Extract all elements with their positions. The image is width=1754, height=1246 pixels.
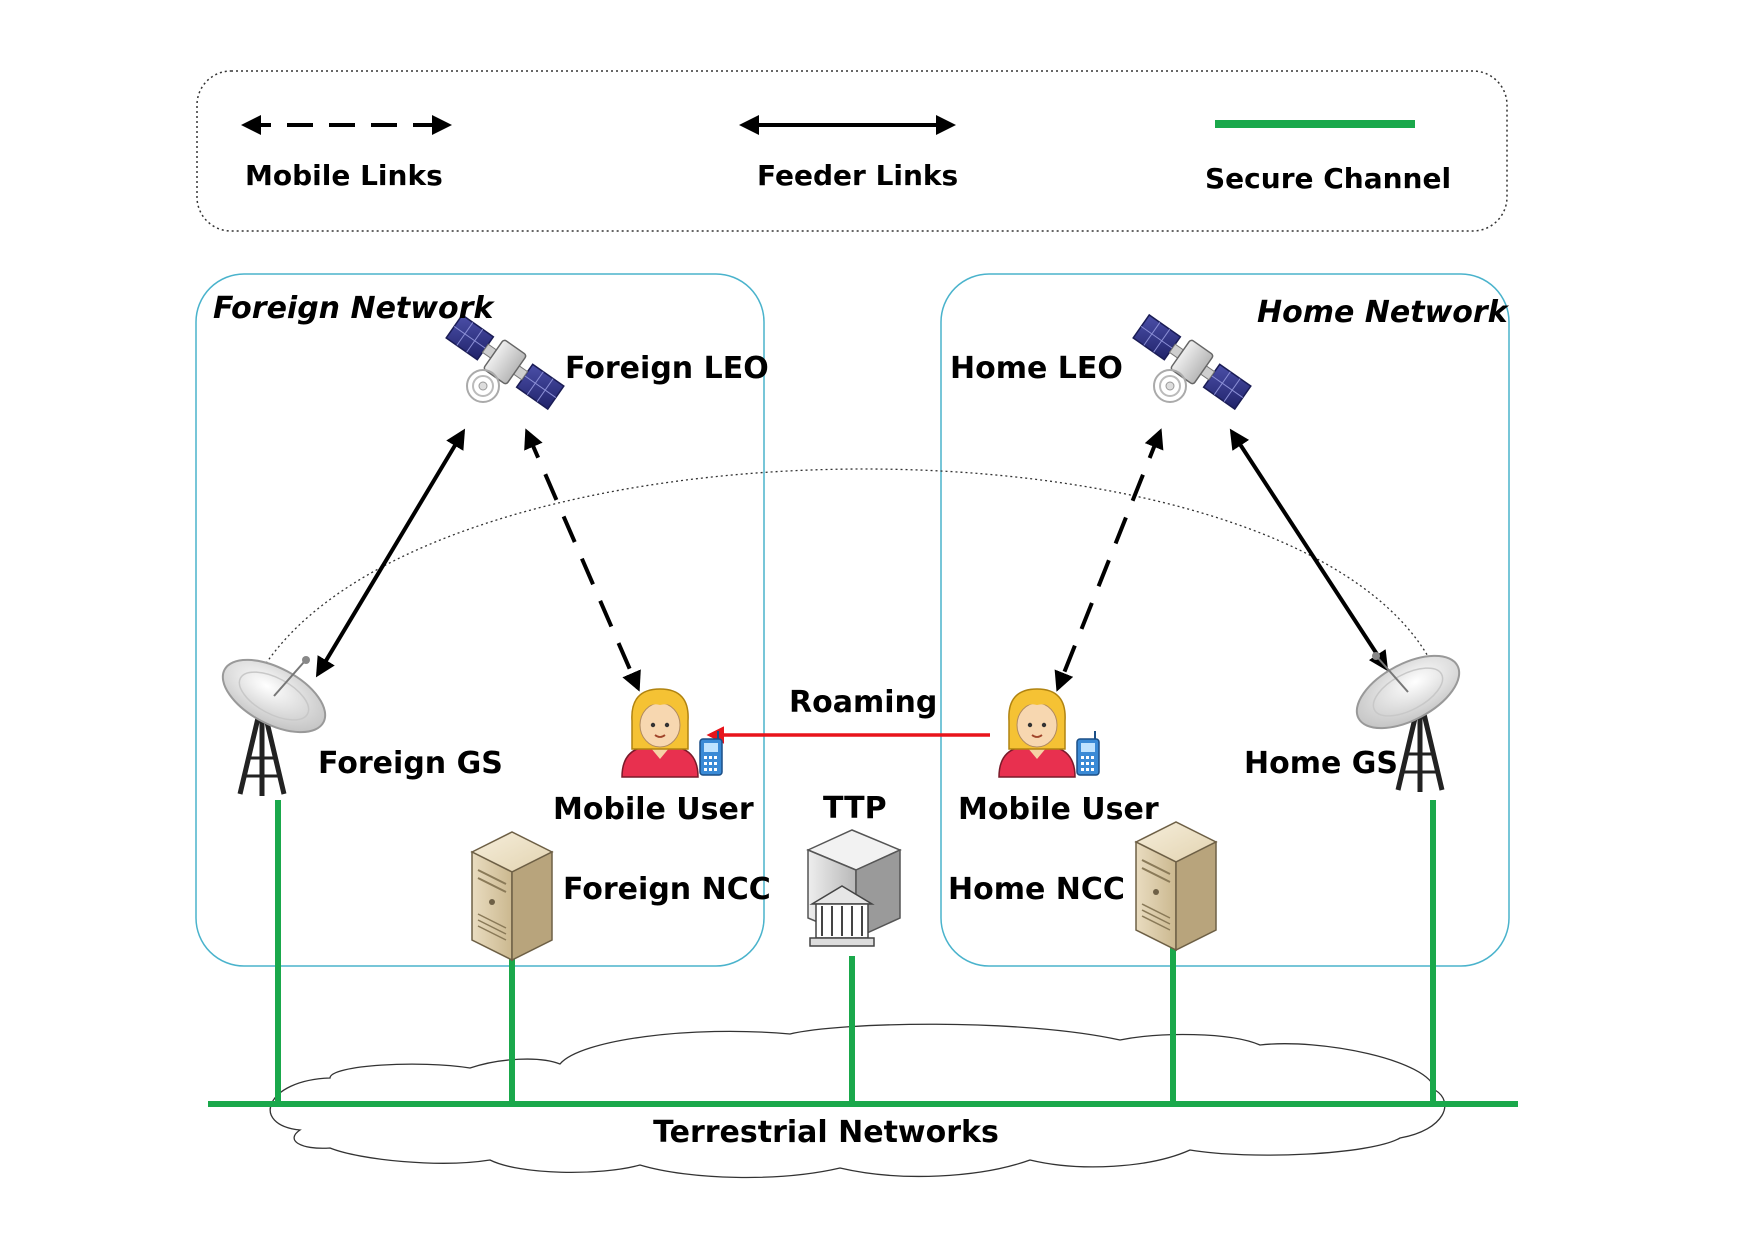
home-mobile-user-icon: [998, 688, 1100, 778]
home-mobile-link: [1054, 428, 1164, 692]
legend-feeder-links-label: Feeder Links: [757, 159, 958, 192]
legend-secure-channel-label: Secure Channel: [1205, 162, 1451, 195]
roaming-label: Roaming: [789, 685, 937, 720]
legend-box: [196, 70, 1508, 232]
foreign-ncc-server-icon: [471, 831, 553, 961]
foreign-feeder-link: [315, 428, 466, 678]
home-feeder-link: [1229, 428, 1389, 672]
home-mobile-user-label: Mobile User: [958, 792, 1159, 827]
foreign-network-box: [195, 273, 765, 967]
ttp-label: TTP: [823, 791, 887, 826]
gs-to-gs-arc: [257, 468, 1439, 677]
ttp-building-icon: [807, 829, 901, 947]
legend-mobile-links-label: Mobile Links: [245, 159, 443, 192]
terrestrial-cloud: [269, 1023, 1446, 1179]
home-network-title: Home Network: [1257, 295, 1510, 330]
home-gs-label: Home GS: [1244, 746, 1398, 781]
foreign-mobile-user-icon: [621, 688, 723, 778]
home-ncc-label: Home NCC: [948, 872, 1125, 907]
foreign-mobile-link: [524, 428, 641, 692]
foreign-mobile-user-label: Mobile User: [553, 792, 754, 827]
foreign-ncc-label: Foreign NCC: [563, 872, 771, 907]
foreign-leo-satellite-icon: [442, 310, 568, 414]
home-network-box: [940, 273, 1510, 967]
home-leo-label: Home LEO: [950, 351, 1123, 386]
secure-channel: [208, 800, 1518, 1107]
foreign-network-title: Foreign Network: [213, 291, 495, 326]
foreign-leo-label: Foreign LEO: [565, 351, 769, 386]
foreign-gs-label: Foreign GS: [318, 746, 503, 781]
home-leo-satellite-icon: [1129, 310, 1255, 414]
terrestrial-networks-label: Terrestrial Networks: [653, 1115, 999, 1150]
home-ncc-server-icon: [1135, 821, 1217, 951]
